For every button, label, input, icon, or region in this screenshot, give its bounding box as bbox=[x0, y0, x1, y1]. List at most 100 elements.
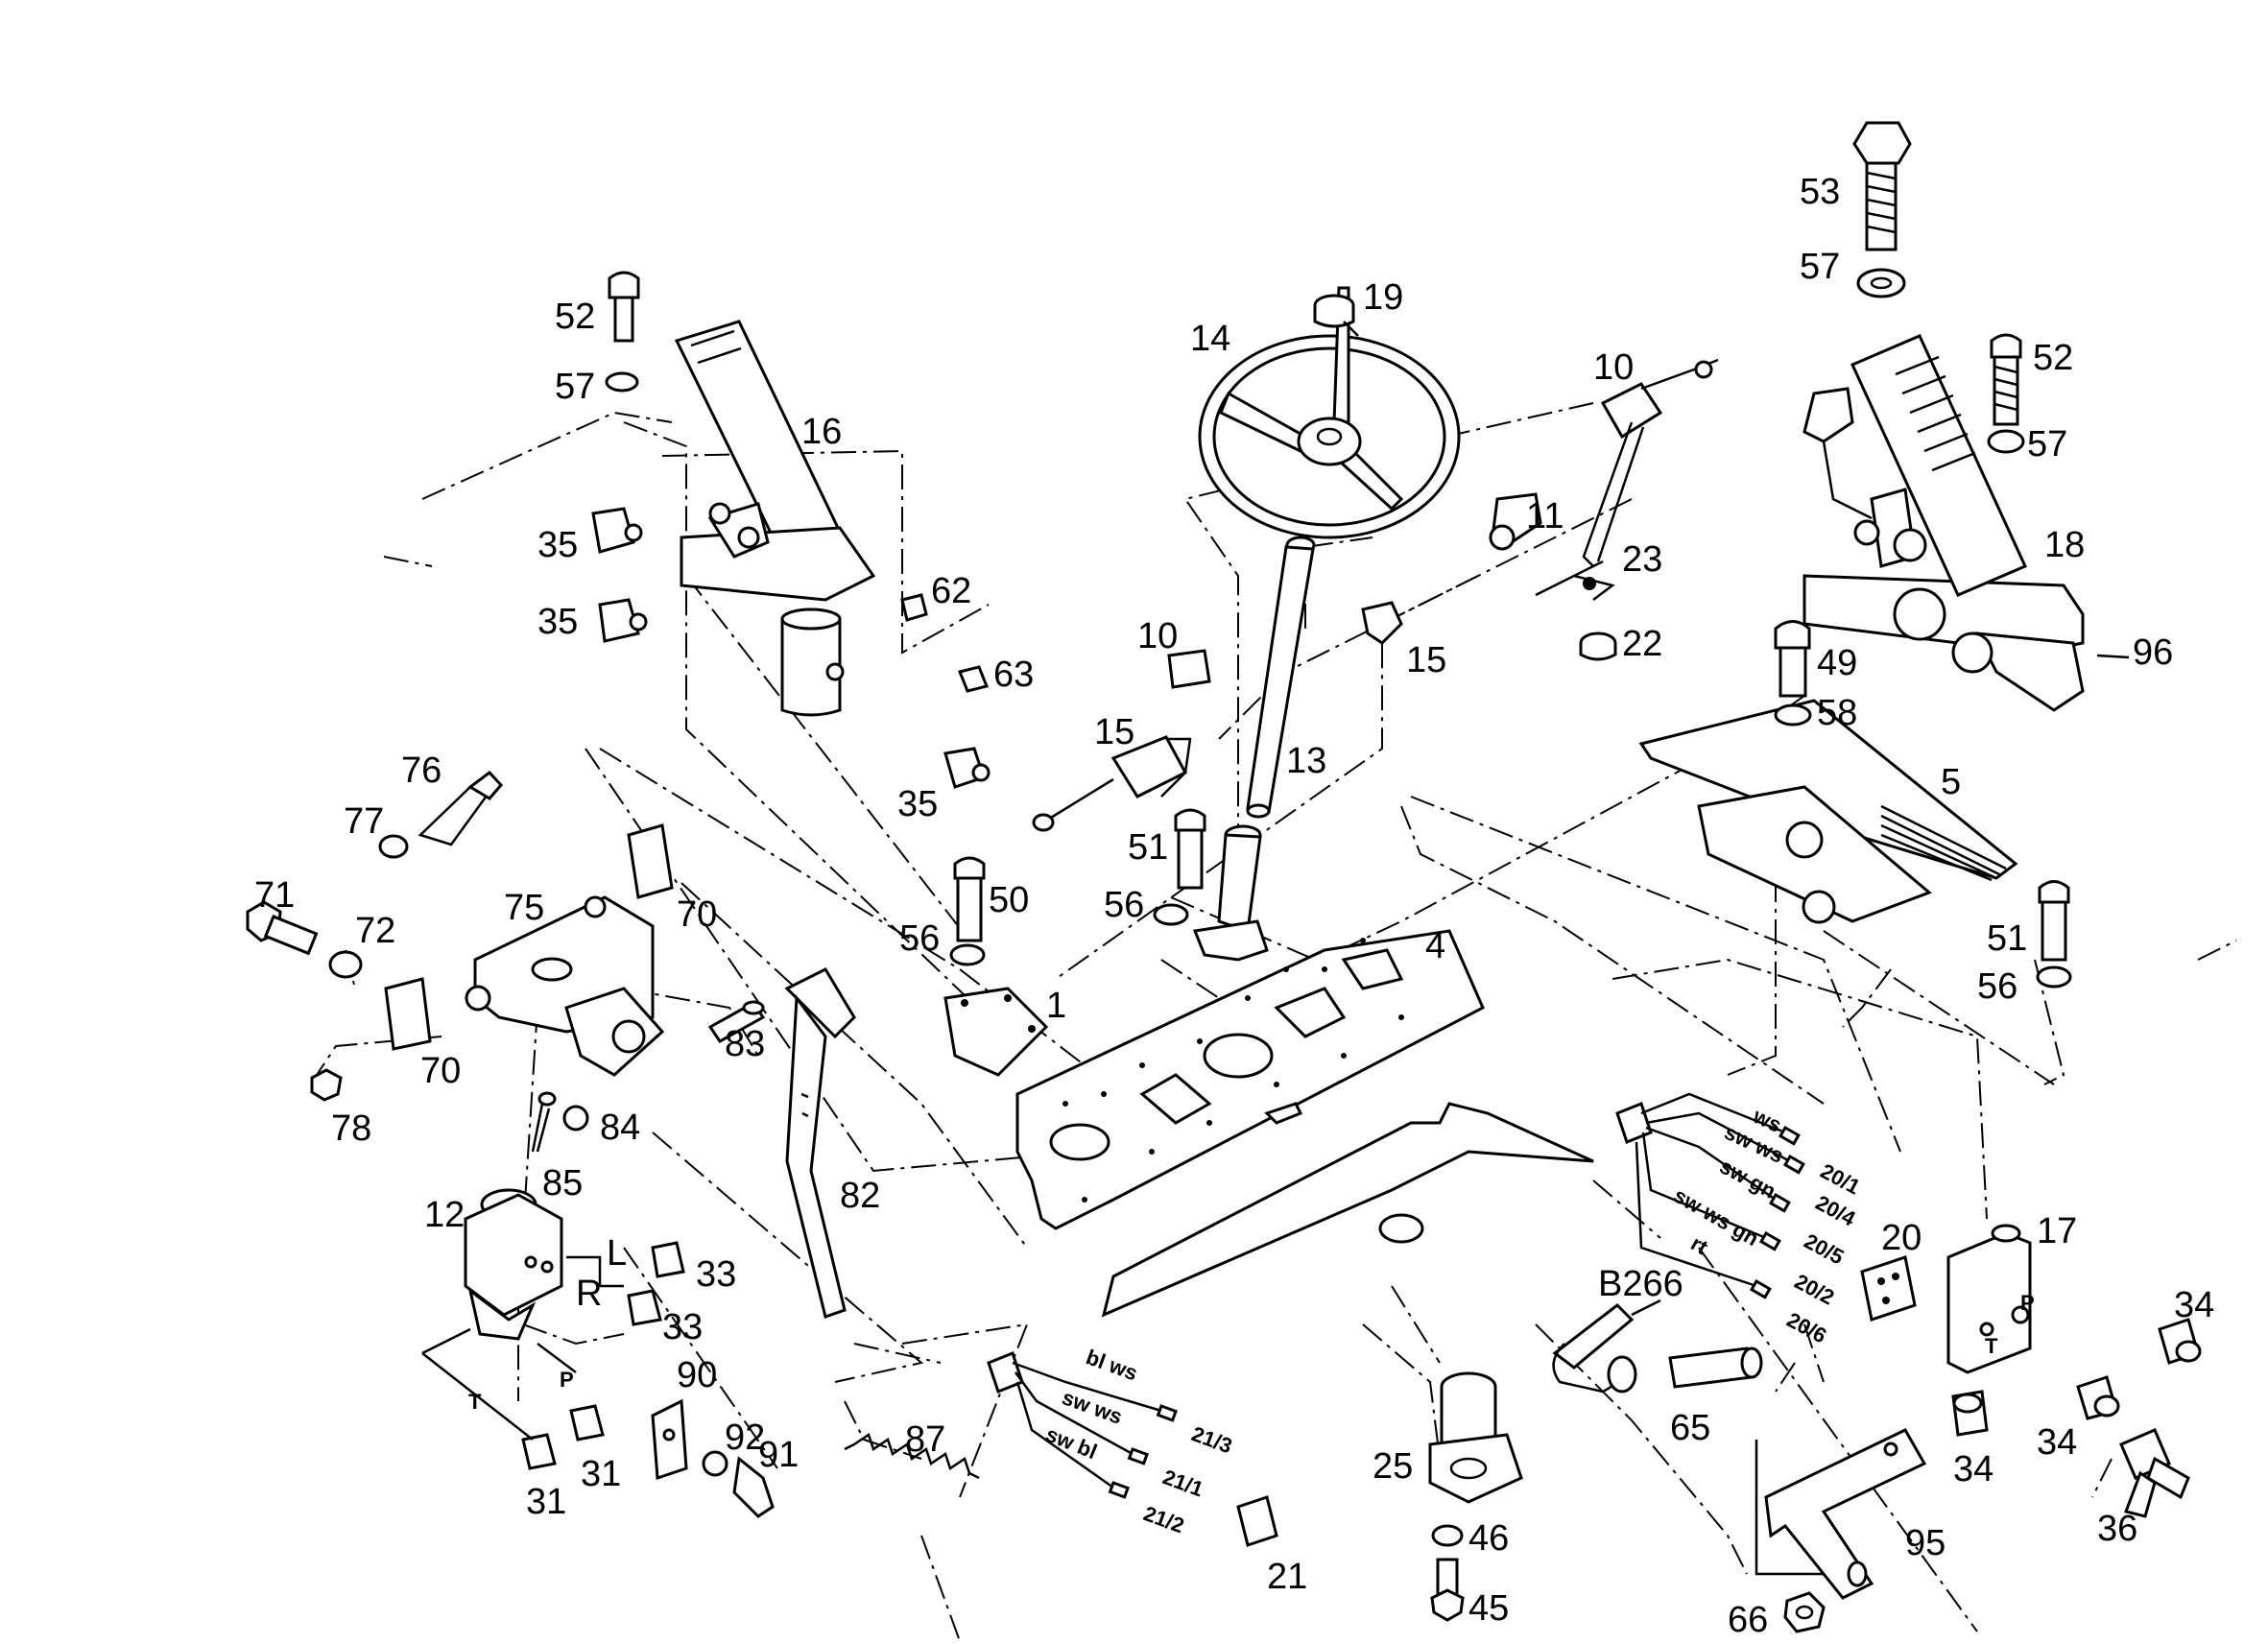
part-56-washer-a bbox=[949, 943, 986, 966]
wire-end-label: 20/6 bbox=[1783, 1307, 1831, 1347]
part-18-pedal-bracket bbox=[1802, 334, 2085, 712]
label-53: 53 bbox=[1800, 172, 1840, 212]
part-90-plate bbox=[651, 1398, 688, 1481]
port-label-P: P bbox=[560, 1368, 574, 1392]
label-84: 84 bbox=[600, 1108, 640, 1148]
label-78: 78 bbox=[331, 1108, 371, 1149]
label-91: 91 bbox=[758, 1435, 799, 1475]
label-34: 34 bbox=[1953, 1449, 1993, 1489]
part-53-bolt bbox=[1852, 121, 1912, 251]
wire-label: sw ws gn bbox=[1670, 1183, 1763, 1251]
wire-label: rt bbox=[1687, 1231, 1713, 1260]
label-83: 83 bbox=[725, 1024, 765, 1064]
cover-plate bbox=[1101, 1102, 1594, 1318]
part-52-bolt-left bbox=[608, 271, 640, 343]
label-33: 33 bbox=[696, 1254, 736, 1295]
label-35: 35 bbox=[537, 525, 578, 565]
part-25-pump bbox=[1428, 1371, 1523, 1504]
label-72: 72 bbox=[355, 911, 395, 951]
label-13: 13 bbox=[1286, 741, 1326, 781]
label-15: 15 bbox=[1406, 640, 1446, 680]
label-70: 70 bbox=[420, 1051, 461, 1091]
part-B266-hose bbox=[1552, 1299, 1661, 1394]
label-65: 65 bbox=[1670, 1408, 1710, 1448]
part-number-labels: 53 57 52 57 52 57 19 14 10 11 23 22 10 1… bbox=[254, 172, 2214, 1640]
part-57-washer-right bbox=[1987, 429, 2025, 454]
part-21-connector bbox=[1236, 1495, 1278, 1547]
part-45-bolt bbox=[1430, 1558, 1465, 1622]
label-75: 75 bbox=[504, 888, 544, 928]
part-36-tee-fitting bbox=[2119, 1428, 2190, 1518]
part-57-washer-left bbox=[605, 371, 639, 393]
port-label-P: P bbox=[2020, 1291, 2035, 1315]
part-51-bolt-right bbox=[2038, 880, 2070, 962]
label-35: 35 bbox=[537, 602, 578, 642]
label-35: 35 bbox=[897, 784, 938, 824]
part-23-clip bbox=[1535, 560, 1615, 601]
port-label-T: T bbox=[468, 1390, 482, 1414]
floor-plate-holes bbox=[1062, 938, 1404, 1203]
label-18: 18 bbox=[2044, 525, 2085, 565]
label-87: 87 bbox=[905, 1419, 945, 1460]
part-75-bracket bbox=[465, 895, 665, 1077]
label-62: 62 bbox=[931, 571, 971, 611]
part-column-tube bbox=[1192, 824, 1269, 962]
part-33-fitting-a bbox=[651, 1241, 685, 1278]
part-76-bolt bbox=[418, 770, 504, 846]
port-label-R: R bbox=[576, 1274, 602, 1314]
label-10: 10 bbox=[1137, 616, 1178, 656]
part-11-knob bbox=[1489, 492, 1542, 551]
label-36: 36 bbox=[2097, 1509, 2137, 1549]
label-12: 12 bbox=[424, 1195, 465, 1235]
part-84-washer bbox=[562, 1105, 589, 1132]
part-95-bracket bbox=[1755, 1428, 1927, 1600]
part-70-block-b bbox=[384, 977, 432, 1051]
part-13-steering-column bbox=[1246, 536, 1316, 819]
label-58: 58 bbox=[1817, 693, 1857, 733]
label-95: 95 bbox=[1905, 1523, 1946, 1563]
part-35-fittings bbox=[591, 507, 991, 789]
part-16-brake-pedal bbox=[674, 320, 876, 717]
part-46-washer bbox=[1431, 1524, 1464, 1547]
part-49-bolt bbox=[1774, 620, 1811, 698]
label-56: 56 bbox=[1104, 885, 1144, 925]
label-34: 34 bbox=[2037, 1422, 2077, 1463]
part-20-harness bbox=[1615, 1092, 1805, 1299]
label-63: 63 bbox=[993, 655, 1034, 695]
label-46: 46 bbox=[1468, 1518, 1509, 1559]
wire-end-label: 21/1 bbox=[1159, 1465, 1206, 1501]
port-label-L: L bbox=[607, 1233, 627, 1274]
part-83-pin bbox=[707, 1000, 766, 1043]
label-76: 76 bbox=[401, 751, 442, 791]
label-50: 50 bbox=[989, 880, 1029, 920]
label-33: 33 bbox=[662, 1307, 703, 1347]
harness-20-wire-labels: ws sw ws sw gn sw ws gn rt 20/1 20/4 20/… bbox=[1670, 1103, 1865, 1347]
label-B266: B266 bbox=[1598, 1264, 1683, 1304]
part-51-bolt-mid bbox=[1174, 808, 1206, 890]
part-33-fitting-b bbox=[627, 1289, 662, 1326]
part-17-valve bbox=[1946, 1224, 2032, 1374]
part-85-cotter-pin bbox=[531, 1091, 557, 1153]
label-66: 66 bbox=[1728, 1600, 1768, 1640]
label-14: 14 bbox=[1190, 319, 1230, 359]
label-4: 4 bbox=[1425, 926, 1445, 966]
label-70: 70 bbox=[677, 894, 717, 935]
label-85: 85 bbox=[542, 1163, 583, 1203]
part-19-cap bbox=[1313, 294, 1355, 328]
part-20-connector bbox=[1860, 1255, 1917, 1322]
part-1-plate bbox=[943, 987, 1049, 1077]
part-14-steering-wheel bbox=[1198, 286, 1461, 539]
part-4-floor-plate bbox=[1015, 929, 1485, 1230]
part-70-block-a bbox=[627, 823, 674, 899]
label-17: 17 bbox=[2037, 1211, 2077, 1251]
part-56-washer-b bbox=[1153, 903, 1189, 926]
part-78-nut bbox=[310, 1068, 343, 1102]
valve-port-lines bbox=[421, 1255, 624, 1441]
port-label-T: T bbox=[1985, 1334, 1998, 1358]
label-96: 96 bbox=[2133, 632, 2173, 673]
part-72-washer bbox=[328, 950, 363, 979]
label-71: 71 bbox=[254, 875, 295, 916]
part-22-grommet bbox=[1579, 631, 1617, 661]
part-63-plug bbox=[957, 665, 990, 693]
